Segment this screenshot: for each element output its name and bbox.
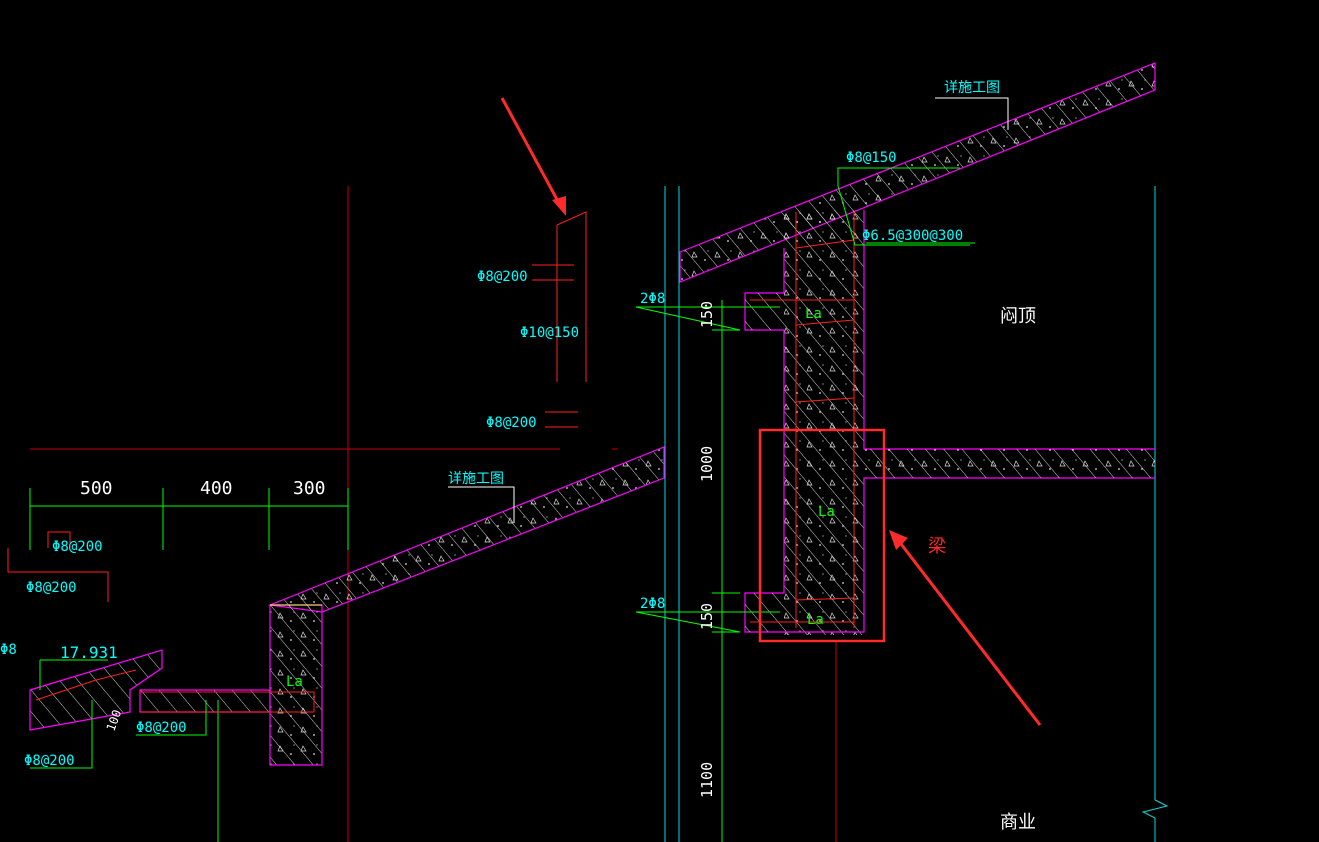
dim-elevation: 17.931	[60, 643, 118, 662]
rebar-note: Φ8	[0, 642, 17, 658]
rebar-note: Φ8@200	[136, 720, 187, 736]
rebar-note: Φ8@200	[24, 753, 75, 769]
dim-100: 100	[104, 708, 125, 733]
rebar-note: Φ6.5@300@300	[862, 228, 963, 244]
wall-column	[744, 210, 1155, 635]
dim-400: 400	[200, 478, 233, 499]
rebar-note: Φ8@200	[477, 269, 528, 285]
anchor-label: La	[807, 612, 824, 628]
rebar-note: Φ8@200	[26, 580, 77, 596]
detail-ref-mid: 详施工图	[448, 471, 504, 487]
dim-1100: 1100	[698, 762, 716, 798]
rebar-note: Φ10@150	[520, 325, 579, 341]
room-top-label: 闷顶	[1000, 306, 1036, 327]
lower-slab-left	[7, 531, 315, 731]
red-arrow-top	[500, 97, 566, 216]
rebar-note: Φ8@200	[52, 539, 103, 555]
beam-highlight	[758, 428, 886, 643]
leader-lines	[448, 97, 1009, 523]
dim-150a: 150	[698, 301, 716, 328]
anchor-labels: La La La La	[286, 306, 835, 690]
rebar-note: Φ8@150	[846, 150, 897, 166]
red-arrow-beam	[889, 530, 1042, 726]
dim-300: 300	[293, 478, 326, 499]
anchor-label: La	[805, 306, 822, 322]
dim-500: 500	[80, 478, 113, 499]
rebar-note: Φ8@200	[486, 415, 537, 431]
roof-slab	[679, 62, 1156, 283]
detail-ref-top: 详施工图	[944, 80, 1000, 96]
column-rebar	[750, 212, 855, 628]
parapet-section-top	[532, 211, 587, 428]
beam-callout: 梁	[928, 536, 946, 557]
dim-1000: 1000	[698, 446, 716, 482]
labels: 详施工图 详施工图 闷顶 商业 梁	[448, 80, 1036, 833]
floor-slab-right	[864, 449, 1155, 478]
dim-150b: 150	[698, 603, 716, 630]
rebar-notes: Φ8@150 Φ6.5@300@300 Φ8@200 Φ10@150 Φ8@20…	[0, 150, 963, 769]
anchor-label: La	[818, 504, 835, 520]
parapet-block	[269, 604, 323, 766]
rebar-note: 2Φ8	[640, 291, 665, 307]
rebar-note: 2Φ8	[640, 596, 665, 612]
room-bottom-label: 商业	[1000, 812, 1036, 833]
axis-lines	[30, 186, 1169, 842]
dimension-lines	[29, 167, 975, 842]
anchor-label: La	[286, 674, 303, 690]
dimension-text: 500 400 300 17.931 100 150 1000 150 1100	[60, 301, 716, 798]
